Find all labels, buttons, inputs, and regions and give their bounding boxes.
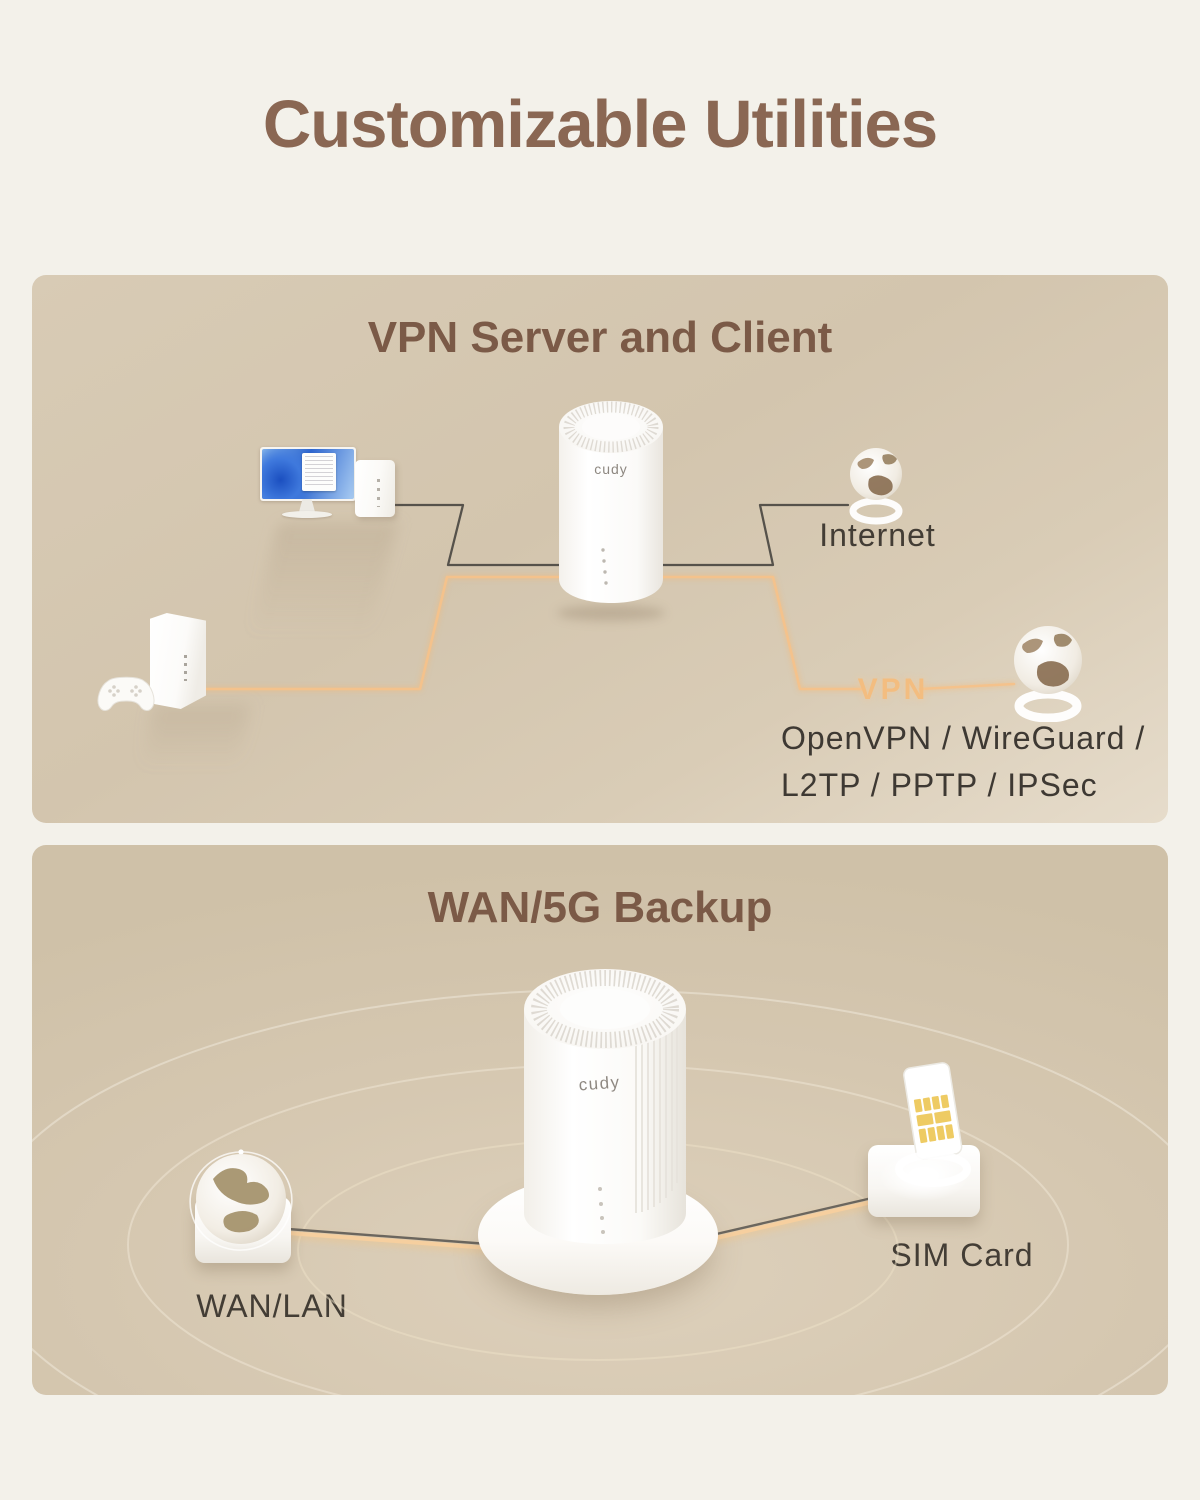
- globe-continent: [223, 1211, 259, 1233]
- globe-continent: [868, 475, 893, 496]
- router-device-vpn: cudy: [559, 401, 663, 603]
- console-leds: [183, 655, 187, 682]
- vpn-protocols-line2: L2TP / PPTP / IPSec: [781, 767, 1098, 803]
- orbit-dot: [238, 1149, 244, 1155]
- router-vent-ring: [531, 970, 679, 1048]
- globe-continent: [882, 454, 897, 465]
- router-body: [559, 427, 663, 603]
- backup-panel: WAN/5G Backup: [32, 845, 1168, 1395]
- router-side-vents: [635, 1019, 678, 1213]
- mini-pc-tower: [355, 460, 395, 517]
- vpn-tunnel-line-right: [918, 682, 1016, 691]
- cudy-logo: cudy: [594, 461, 628, 477]
- router-led-indicators: [598, 1187, 605, 1234]
- vpn-globe-icon: [1014, 626, 1082, 722]
- globe-continent: [857, 457, 874, 469]
- vpn-line-label: VPN: [857, 673, 929, 706]
- backup-connection-lines: [286, 1196, 874, 1250]
- sim-card-label: SIM Card: [890, 1237, 1034, 1273]
- globe-continent: [1022, 638, 1043, 653]
- windows-wallpaper: [262, 449, 354, 499]
- wan-line: [286, 1227, 490, 1246]
- sim-card-body: [903, 1062, 963, 1160]
- globe-continent: [1036, 661, 1069, 687]
- internet-globe-icon: [849, 448, 903, 525]
- gamepad-icon: [97, 676, 155, 711]
- game-console: [150, 613, 206, 709]
- router-vent-ring: [563, 401, 659, 453]
- vpn-tunnel-line-left: [198, 575, 866, 691]
- router-top-inner: [582, 414, 640, 440]
- globe-orbit: [189, 1151, 293, 1251]
- monitor-base: [282, 511, 332, 518]
- globe-ring: [849, 497, 903, 525]
- page-title: Customizable Utilities: [262, 87, 938, 162]
- sim-line-glow: [710, 1200, 874, 1241]
- sim-glow: [895, 1151, 971, 1187]
- backup-panel-heading: WAN/5G Backup: [427, 883, 773, 932]
- globe-continent: [1053, 633, 1072, 647]
- globe-continent: [213, 1168, 269, 1205]
- sim-line: [710, 1196, 874, 1237]
- cudy-logo: cudy: [578, 1073, 621, 1095]
- desktop-monitor: [260, 447, 356, 501]
- mini-pc-leds: [377, 479, 380, 508]
- wan-line-glow: [286, 1231, 490, 1250]
- monitor-stand: [299, 499, 315, 512]
- vpn-panel: VPN Server and Client VPN: [32, 275, 1168, 823]
- sim-card-icon: [895, 1062, 971, 1187]
- sim-contacts: [913, 1094, 955, 1144]
- app-window: [302, 453, 336, 491]
- router-device-backup: cudy: [524, 969, 686, 1244]
- router-led-indicators: [601, 548, 608, 585]
- router-body: [524, 1009, 686, 1244]
- vpn-panel-heading: VPN Server and Client: [367, 313, 833, 362]
- router-top-inner: [560, 989, 650, 1029]
- vpn-protocols-line1: OpenVPN / WireGuard /: [781, 720, 1146, 756]
- wan-globe-icon: [189, 1149, 293, 1251]
- vpn-protocols-text: OpenVPN / WireGuard / L2TP / PPTP / IPSe…: [781, 715, 1145, 809]
